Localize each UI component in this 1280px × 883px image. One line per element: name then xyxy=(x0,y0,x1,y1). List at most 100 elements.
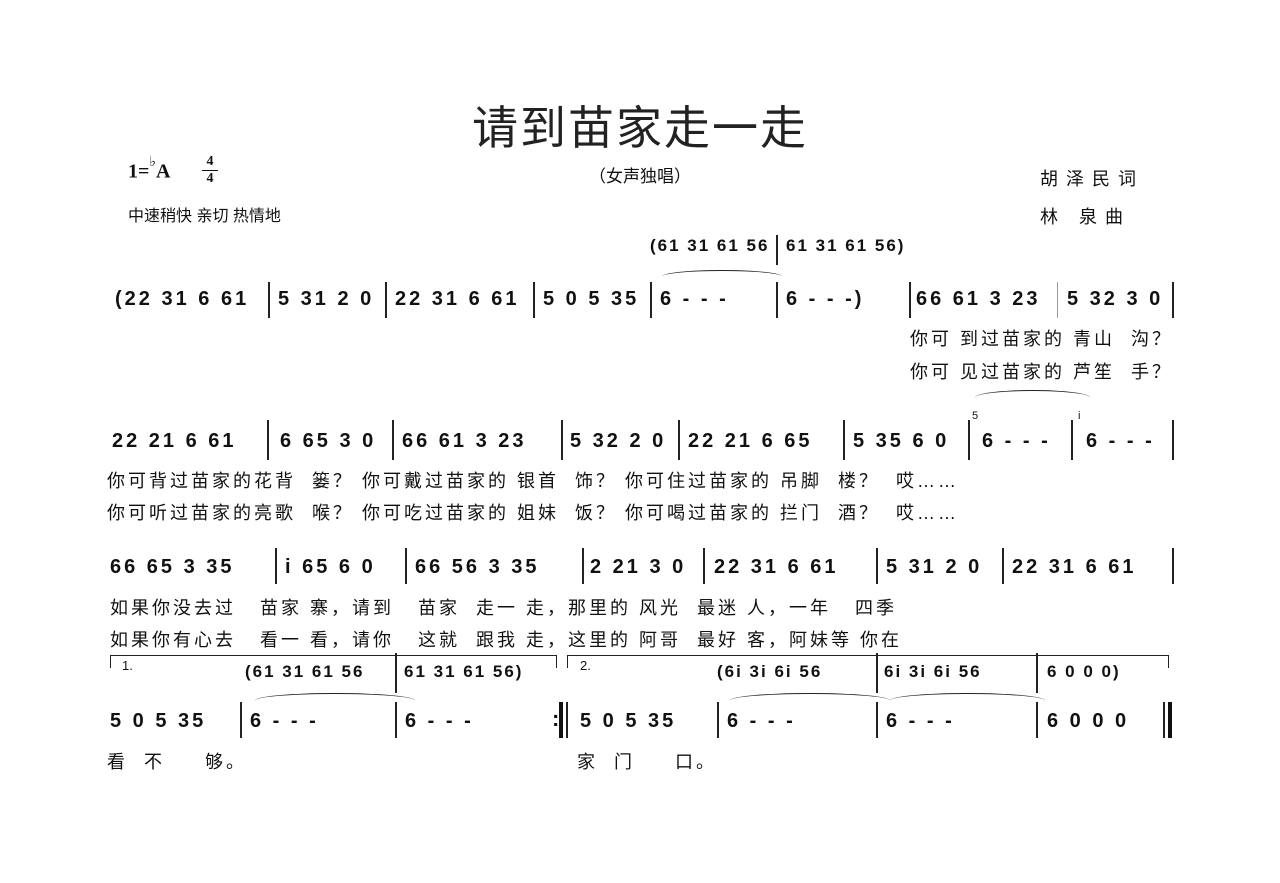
measure-4-2: 6 - - - xyxy=(250,710,319,732)
measure-3-4: 2 21 3 0 xyxy=(590,556,687,578)
repeat-barline xyxy=(559,702,563,738)
ending2-accomp-m3: 6 0 0 0) xyxy=(1047,662,1121,681)
measure-3-7: 22 31 6 61 xyxy=(1012,556,1137,578)
lyrics-verse2-line1: 你可 见过苗家的 芦笙 手？ xyxy=(910,362,1174,382)
measure-3-1: 66 65 3 35 xyxy=(110,556,235,578)
barline xyxy=(876,548,878,584)
barline xyxy=(1057,282,1058,318)
credits: 胡泽民词 林 泉曲 xyxy=(1040,160,1144,236)
barline xyxy=(275,548,277,584)
measure-2-5: 22 21 6 65 xyxy=(688,430,813,452)
song-title: 请到苗家走一走 xyxy=(472,101,808,155)
key-note: A xyxy=(156,160,171,183)
barline xyxy=(968,420,970,460)
flat-icon: ♭ xyxy=(149,155,157,170)
measure-2-6: 5 35 6 0 xyxy=(853,430,950,452)
barline xyxy=(267,420,269,460)
measure-3-5: 22 31 6 61 xyxy=(714,556,839,578)
lyrics-verse1-line1: 你可 到过苗家的 青山 沟？ xyxy=(910,329,1174,349)
barline xyxy=(703,548,705,584)
measure-4-6: 6 - - - xyxy=(886,710,955,732)
measure-3-6: 5 31 2 0 xyxy=(886,556,983,578)
measure-1-7: 66 61 3 23 xyxy=(916,288,1041,310)
measure-1-4: 5 0 5 35 xyxy=(543,288,640,310)
ending1-accomp-m2: 61 31 61 56) xyxy=(404,662,524,681)
measure-2-1: 22 21 6 61 xyxy=(112,430,237,452)
measure-4-4: 5 0 5 35 xyxy=(580,710,677,732)
intro-accomp-m2: 61 31 61 56) xyxy=(786,236,906,255)
barline xyxy=(561,420,563,460)
ending1-accomp-m1: (61 31 61 56 xyxy=(245,662,365,681)
barline xyxy=(395,653,397,693)
measure-1-8: 5 32 3 0 xyxy=(1067,288,1164,310)
measure-1-5: 6 - - - xyxy=(660,288,729,310)
barline xyxy=(909,282,911,318)
barline xyxy=(240,702,242,738)
barline xyxy=(1163,702,1165,738)
measure-2-8: 6 - - - xyxy=(1086,430,1155,452)
measure-2-3: 66 61 3 23 xyxy=(402,430,527,452)
measure-1-1: (22 31 6 61 xyxy=(115,288,250,310)
volta-2-bracket xyxy=(567,655,1169,668)
barline xyxy=(533,282,535,318)
measure-4-7: 6 0 0 0 xyxy=(1047,710,1130,732)
barline xyxy=(1172,548,1174,584)
tie xyxy=(662,270,782,283)
barline xyxy=(566,702,568,738)
measure-2-7: 6 - - - xyxy=(982,430,1051,452)
measure-2-4: 5 32 2 0 xyxy=(570,430,667,452)
barline xyxy=(1036,653,1038,693)
measure-1-6: 6 - - -) xyxy=(786,288,865,310)
barline xyxy=(1002,548,1004,584)
lyrics-verse1-line2: 你可背过苗家的花背 篓？ 你可戴过苗家的 银首 饰？ 你可住过苗家的 吊脚 楼？… xyxy=(107,471,960,491)
ending2-accomp-m2: 6i 3i 6i 56 xyxy=(884,662,982,681)
lyrics-verse1-line3: 如果你没去过 苗家 寨，请到 苗家 走一 走，那里的 风光 最迷 人，一年 四季 xyxy=(110,598,898,618)
lyrics-verse2-line3: 如果你有心去 看一 看，请你 这就 跟我 走，这里的 阿哥 最好 客，阿妹等 你… xyxy=(110,630,903,650)
key-signature: 1=♭A xyxy=(128,155,171,184)
barline xyxy=(876,702,878,738)
barline xyxy=(650,282,652,318)
measure-4-5: 6 - - - xyxy=(727,710,796,732)
grace-note: i xyxy=(1078,410,1081,422)
tie xyxy=(730,693,890,708)
measure-3-2: i 65 6 0 xyxy=(285,556,376,578)
barline xyxy=(1071,420,1073,460)
barline xyxy=(678,420,680,460)
lyrics-ending1: 看 不 够。 xyxy=(107,752,248,772)
barline xyxy=(268,282,270,318)
barline xyxy=(876,653,878,693)
barline xyxy=(392,420,394,460)
time-sig-bottom: 4 xyxy=(206,171,214,186)
tie xyxy=(255,693,415,708)
barline xyxy=(776,282,778,318)
measure-1-3: 22 31 6 61 xyxy=(395,288,520,310)
lyricist: 胡泽民词 xyxy=(1040,169,1144,189)
barline xyxy=(776,235,778,265)
composer: 林 泉曲 xyxy=(1040,207,1132,227)
lyrics-verse2-line2: 你可听过苗家的亮歌 喉？ 你可吃过苗家的 姐妹 饭？ 你可喝过苗家的 拦门 酒？… xyxy=(107,503,960,523)
tempo-marking: 中速稍快 亲切 热情地 xyxy=(128,208,281,225)
measure-1-2: 5 31 2 0 xyxy=(278,288,375,310)
lyrics-ending2: 家 门 口。 xyxy=(577,752,718,772)
subtitle: （女声独唱） xyxy=(589,167,691,186)
tie xyxy=(975,390,1090,405)
barline xyxy=(1172,420,1174,460)
barline xyxy=(405,548,407,584)
time-sig-top: 4 xyxy=(206,154,214,169)
barline xyxy=(1036,702,1038,738)
key-label: 1= xyxy=(128,160,150,183)
barline xyxy=(1172,282,1174,318)
barline xyxy=(717,702,719,738)
tie xyxy=(890,693,1045,708)
volta-1-bracket xyxy=(110,655,557,668)
repeat-dots: : xyxy=(552,706,560,731)
barline xyxy=(582,548,584,584)
measure-4-1: 5 0 5 35 xyxy=(110,710,207,732)
final-barline xyxy=(1168,702,1172,738)
grace-note: 5 xyxy=(972,410,979,422)
measure-4-3: 6 - - - xyxy=(405,710,474,732)
barline xyxy=(843,420,845,460)
barline xyxy=(395,702,397,738)
barline xyxy=(385,282,387,318)
